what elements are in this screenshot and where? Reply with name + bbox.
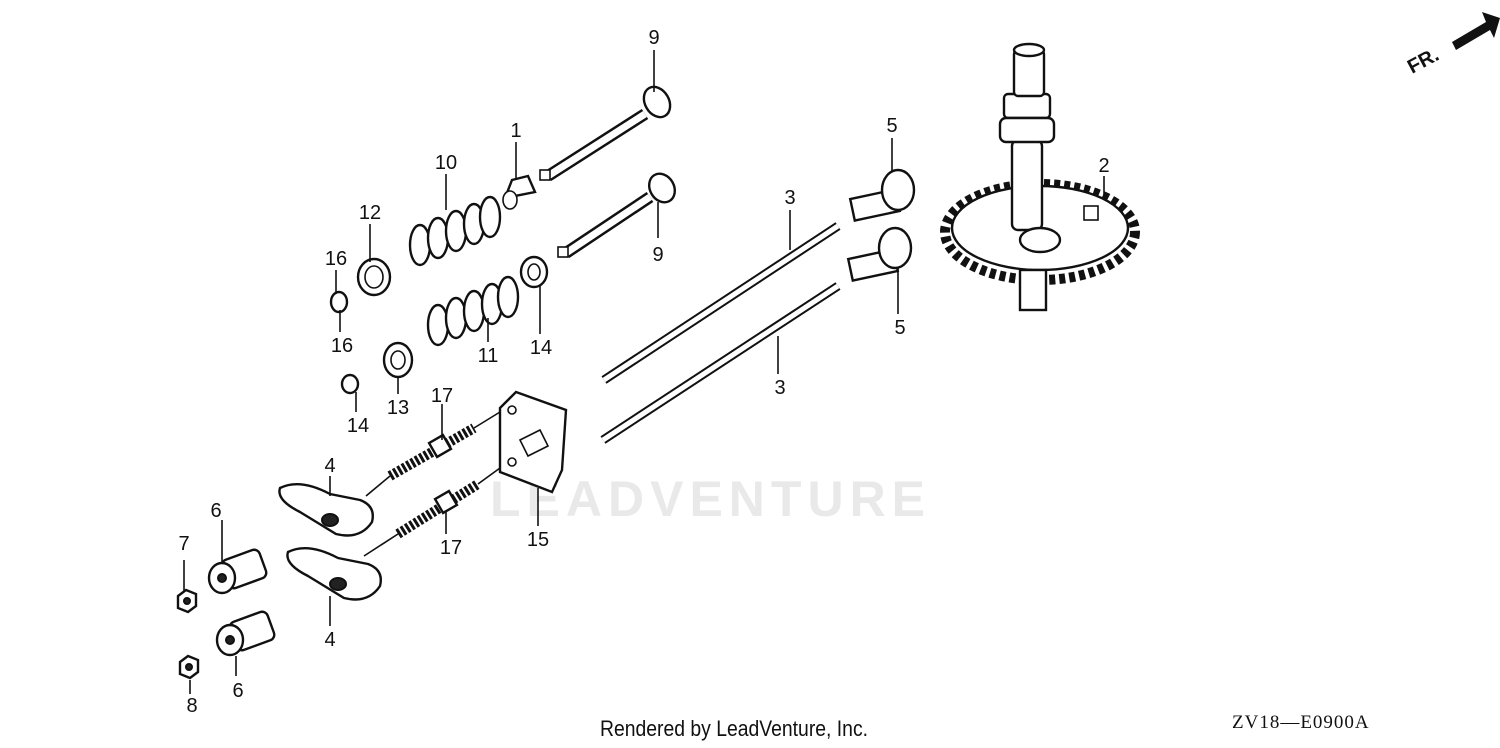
callout-2: 2 bbox=[1098, 155, 1109, 177]
lock-nut-lower bbox=[178, 654, 200, 680]
callout-5-lower: 5 bbox=[894, 317, 905, 339]
callout-16-lower: 17 bbox=[440, 537, 462, 559]
spring-retainer-part-10 bbox=[356, 257, 392, 297]
callout-8: 9 bbox=[652, 244, 663, 266]
callout-6-lower: 6 bbox=[232, 680, 243, 702]
callout-9-upper: 10 bbox=[435, 152, 457, 174]
push-rod-upper bbox=[601, 222, 841, 384]
callout-16-upper: 17 bbox=[431, 385, 453, 407]
front-arrow-icon: FR. bbox=[1404, 12, 1500, 78]
callout-3-upper: 3 bbox=[784, 187, 795, 209]
tappet-cap-part-13 bbox=[340, 373, 360, 395]
callout-14-upper: 16 bbox=[325, 248, 347, 270]
diagram-code: ZV18—E0900A bbox=[1232, 712, 1370, 733]
spring-retainer-part-11 bbox=[382, 341, 414, 379]
callout-12: 14 bbox=[530, 337, 552, 359]
valve-part-8 bbox=[557, 172, 677, 258]
callout-14-lower: 16 bbox=[331, 335, 353, 357]
callout-5-upper: 5 bbox=[886, 115, 897, 137]
leader-lines bbox=[183, 50, 1105, 694]
rocker-arm-upper bbox=[278, 482, 374, 537]
callout-4-lower: 4 bbox=[324, 629, 335, 651]
callout-4-upper: 4 bbox=[324, 455, 335, 477]
valve-spring-upper bbox=[408, 195, 502, 267]
callout-13: 14 bbox=[347, 415, 369, 437]
tappet-upper bbox=[848, 168, 916, 222]
callout-labels: 9 1 10 12 16 16 11 14 13 14 9 3 3 5 5 2 … bbox=[178, 27, 1109, 717]
watermark: LEADVENTURE bbox=[490, 471, 932, 527]
callout-1: 1 bbox=[510, 120, 521, 142]
valve-cotter-part-14 bbox=[329, 290, 349, 314]
pivot-bolt-lower bbox=[395, 479, 481, 539]
tappet-lower bbox=[846, 226, 913, 282]
callout-17-upper: 7 bbox=[178, 533, 189, 555]
guide-plate-part-15 bbox=[498, 390, 568, 494]
adjusting-nut-lower bbox=[215, 610, 276, 657]
valve-part-7 bbox=[539, 85, 672, 182]
callout-11: 13 bbox=[387, 397, 409, 419]
callout-9-lower: 11 bbox=[478, 345, 499, 367]
rocker-arm-lower bbox=[286, 546, 382, 601]
footer-credit: Rendered by LeadVenture, Inc. bbox=[600, 716, 869, 741]
callout-17-lower: 8 bbox=[186, 695, 197, 717]
callout-6-upper: 6 bbox=[210, 500, 221, 522]
callout-3-lower: 3 bbox=[774, 377, 785, 399]
washer-part-12 bbox=[519, 255, 549, 289]
callout-10: 12 bbox=[359, 202, 381, 224]
stem-seal-part-1 bbox=[502, 174, 537, 210]
adjusting-nut-upper bbox=[207, 548, 268, 595]
push-rod-lower bbox=[600, 282, 841, 444]
lock-nut-upper bbox=[176, 588, 198, 614]
pivot-bolt-upper bbox=[387, 423, 477, 481]
valve-spring-lower bbox=[426, 275, 520, 347]
camshaft-gear-part-2 bbox=[940, 42, 1140, 312]
fr-label: FR. bbox=[1404, 44, 1443, 79]
callout-15: 15 bbox=[527, 529, 549, 551]
callout-7: 9 bbox=[648, 27, 659, 49]
